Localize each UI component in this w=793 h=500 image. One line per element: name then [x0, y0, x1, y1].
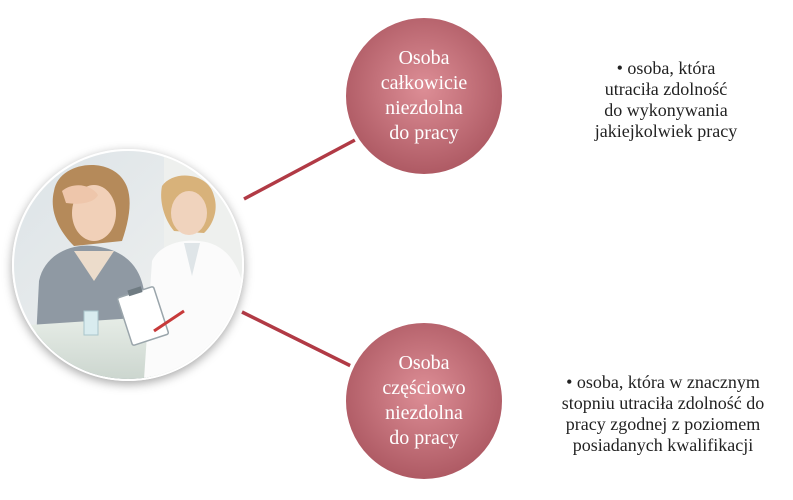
node-label-1: Osoba całkowicie niezdolna do pracy: [380, 47, 468, 144]
consultation-photo: [12, 149, 244, 381]
description-2: • osoba, która w znacznym stopniu utraci…: [561, 372, 765, 455]
node-label-2: Osoba częściowo niezdolna do pracy: [382, 352, 466, 449]
node-circle-2: [342, 319, 506, 483]
connector-line-bottom: [241, 310, 356, 370]
connector-line-top: [243, 138, 356, 201]
node-circle-1: [342, 14, 506, 178]
consultation-photo-icon: [14, 151, 242, 379]
description-1: • osoba, która utraciła zdolność do wyko…: [594, 58, 738, 141]
